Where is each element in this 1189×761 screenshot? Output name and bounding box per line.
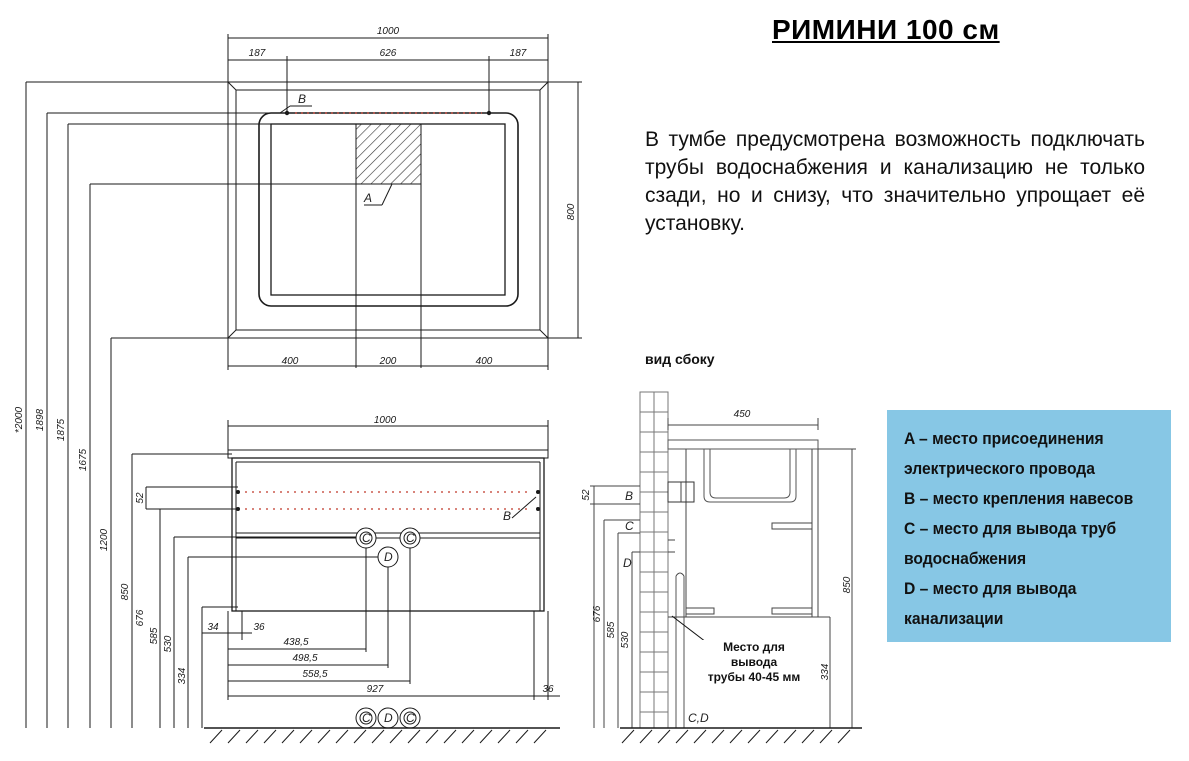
pipe-note-line-2: вывода — [730, 655, 778, 669]
mirror-width: 1000 — [377, 26, 400, 37]
legend-line-c1: C – место для вывода труб — [904, 519, 1117, 538]
height-dim-676: 676 — [135, 609, 146, 626]
floor-front — [204, 727, 560, 744]
bottom-dim-36-right: 36 — [542, 684, 554, 695]
mirror-bottom-dim-2: 200 — [379, 356, 397, 367]
side-dim-676: 676 — [592, 605, 603, 622]
pipe-note-line-3: трубы 40-45 мм — [707, 670, 801, 684]
side-letter-cd: C,D — [688, 711, 709, 725]
outlet-d — [377, 546, 399, 568]
side-dim-52: 52 — [581, 489, 592, 501]
legend-line-d1: D – место для вывода — [904, 579, 1077, 598]
height-dim-334: 334 — [177, 667, 188, 684]
height-dimension-lines — [25, 81, 388, 728]
side-dim-334: 334 — [820, 663, 831, 680]
cabinet-dimension-texts: 1000 34 36 438,5 498,5 558,5 927 36 C C … — [207, 415, 554, 725]
cabinet-label-b: B — [503, 509, 511, 523]
side-dim-585: 585 — [606, 621, 617, 638]
side-dim-530: 530 — [620, 631, 631, 648]
label-c-right: C — [406, 531, 415, 545]
height-dim-1200: 1200 — [99, 528, 110, 551]
socket-zone-a — [355, 123, 422, 185]
bottom-dim-438: 438,5 — [283, 637, 308, 648]
side-letter-d: D — [623, 556, 632, 570]
legend-line-a2: электрического провода — [904, 459, 1095, 478]
height-dim-52: 52 — [135, 492, 146, 504]
floor-side — [620, 727, 862, 744]
legend-line-b: B – место крепления навесов — [904, 489, 1134, 508]
mirror-label-a: A — [363, 191, 372, 205]
height-dim-850: 850 — [120, 583, 131, 600]
height-dim-585: 585 — [149, 627, 160, 644]
legend-line-c2: водоснабжения — [904, 549, 1027, 568]
height-dim-1875: 1875 — [56, 418, 67, 441]
mirror-bottom-dim-1: 400 — [282, 356, 299, 367]
side-letter-c: C — [625, 519, 634, 533]
floor-label-d: D — [384, 711, 393, 725]
cabinet-view — [202, 420, 560, 700]
mirror-top-dim-1: 187 — [249, 48, 266, 59]
mirror-top-dim-3: 187 — [510, 48, 527, 59]
label-c-left: C — [362, 531, 371, 545]
mirror-bottom-dim-3: 400 — [476, 356, 493, 367]
cabinet-dotted-guides — [245, 491, 530, 510]
side-view-cabinet — [590, 418, 856, 728]
mirror-height: 800 — [566, 203, 577, 220]
page-title: РИМИНИ 100 см — [772, 14, 1000, 45]
height-dim-1898: 1898 — [35, 408, 46, 431]
bottom-dim-34: 34 — [207, 622, 219, 633]
floor-label-c1: C — [362, 711, 371, 725]
mirror-dimension-texts: 1000 187 626 187 800 400 200 400 B A — [249, 26, 577, 367]
mirror-top-dim-2: 626 — [380, 48, 397, 59]
bottom-dim-558: 558,5 — [302, 669, 327, 680]
bottom-dim-498: 498,5 — [292, 653, 317, 664]
side-view-wall — [639, 391, 669, 729]
side-letter-b: B — [625, 489, 633, 503]
legend-line-a1: A – место присоединения — [904, 429, 1104, 448]
legend-box: A – место присоединения электрического п… — [887, 410, 1171, 642]
height-dim-530: 530 — [163, 635, 174, 652]
mirror-label-b: B — [298, 92, 306, 106]
description-text: В тумбе предусмотрена возможность подклю… — [645, 128, 1145, 235]
side-depth: 450 — [734, 409, 751, 420]
side-view-title: вид сбоку — [645, 351, 715, 367]
side-view-texts: 450 850 334 52 676 585 530 B C D C,D — [581, 409, 853, 725]
height-dim-1675: 1675 — [78, 448, 89, 471]
legend-line-d2: канализации — [904, 609, 1004, 628]
side-dim-850: 850 — [842, 576, 853, 593]
cabinet-width: 1000 — [374, 415, 397, 426]
pipe-note: Место для вывода трубы 40-45 мм — [700, 640, 808, 685]
cabinet-hanger-dots — [236, 490, 540, 511]
pipe-note-line-1: Место для — [723, 640, 785, 654]
height-dimension-texts: *2000 1898 1875 1675 1200 850 52 676 585… — [14, 406, 188, 684]
height-dim-2000: *2000 — [14, 406, 25, 433]
bottom-dim-36: 36 — [253, 622, 265, 633]
floor-label-c2: C — [406, 711, 415, 725]
pipe-outlet-markers — [355, 527, 421, 729]
mirror-view — [227, 34, 582, 370]
bottom-dim-927: 927 — [367, 684, 384, 695]
label-d: D — [384, 550, 393, 564]
